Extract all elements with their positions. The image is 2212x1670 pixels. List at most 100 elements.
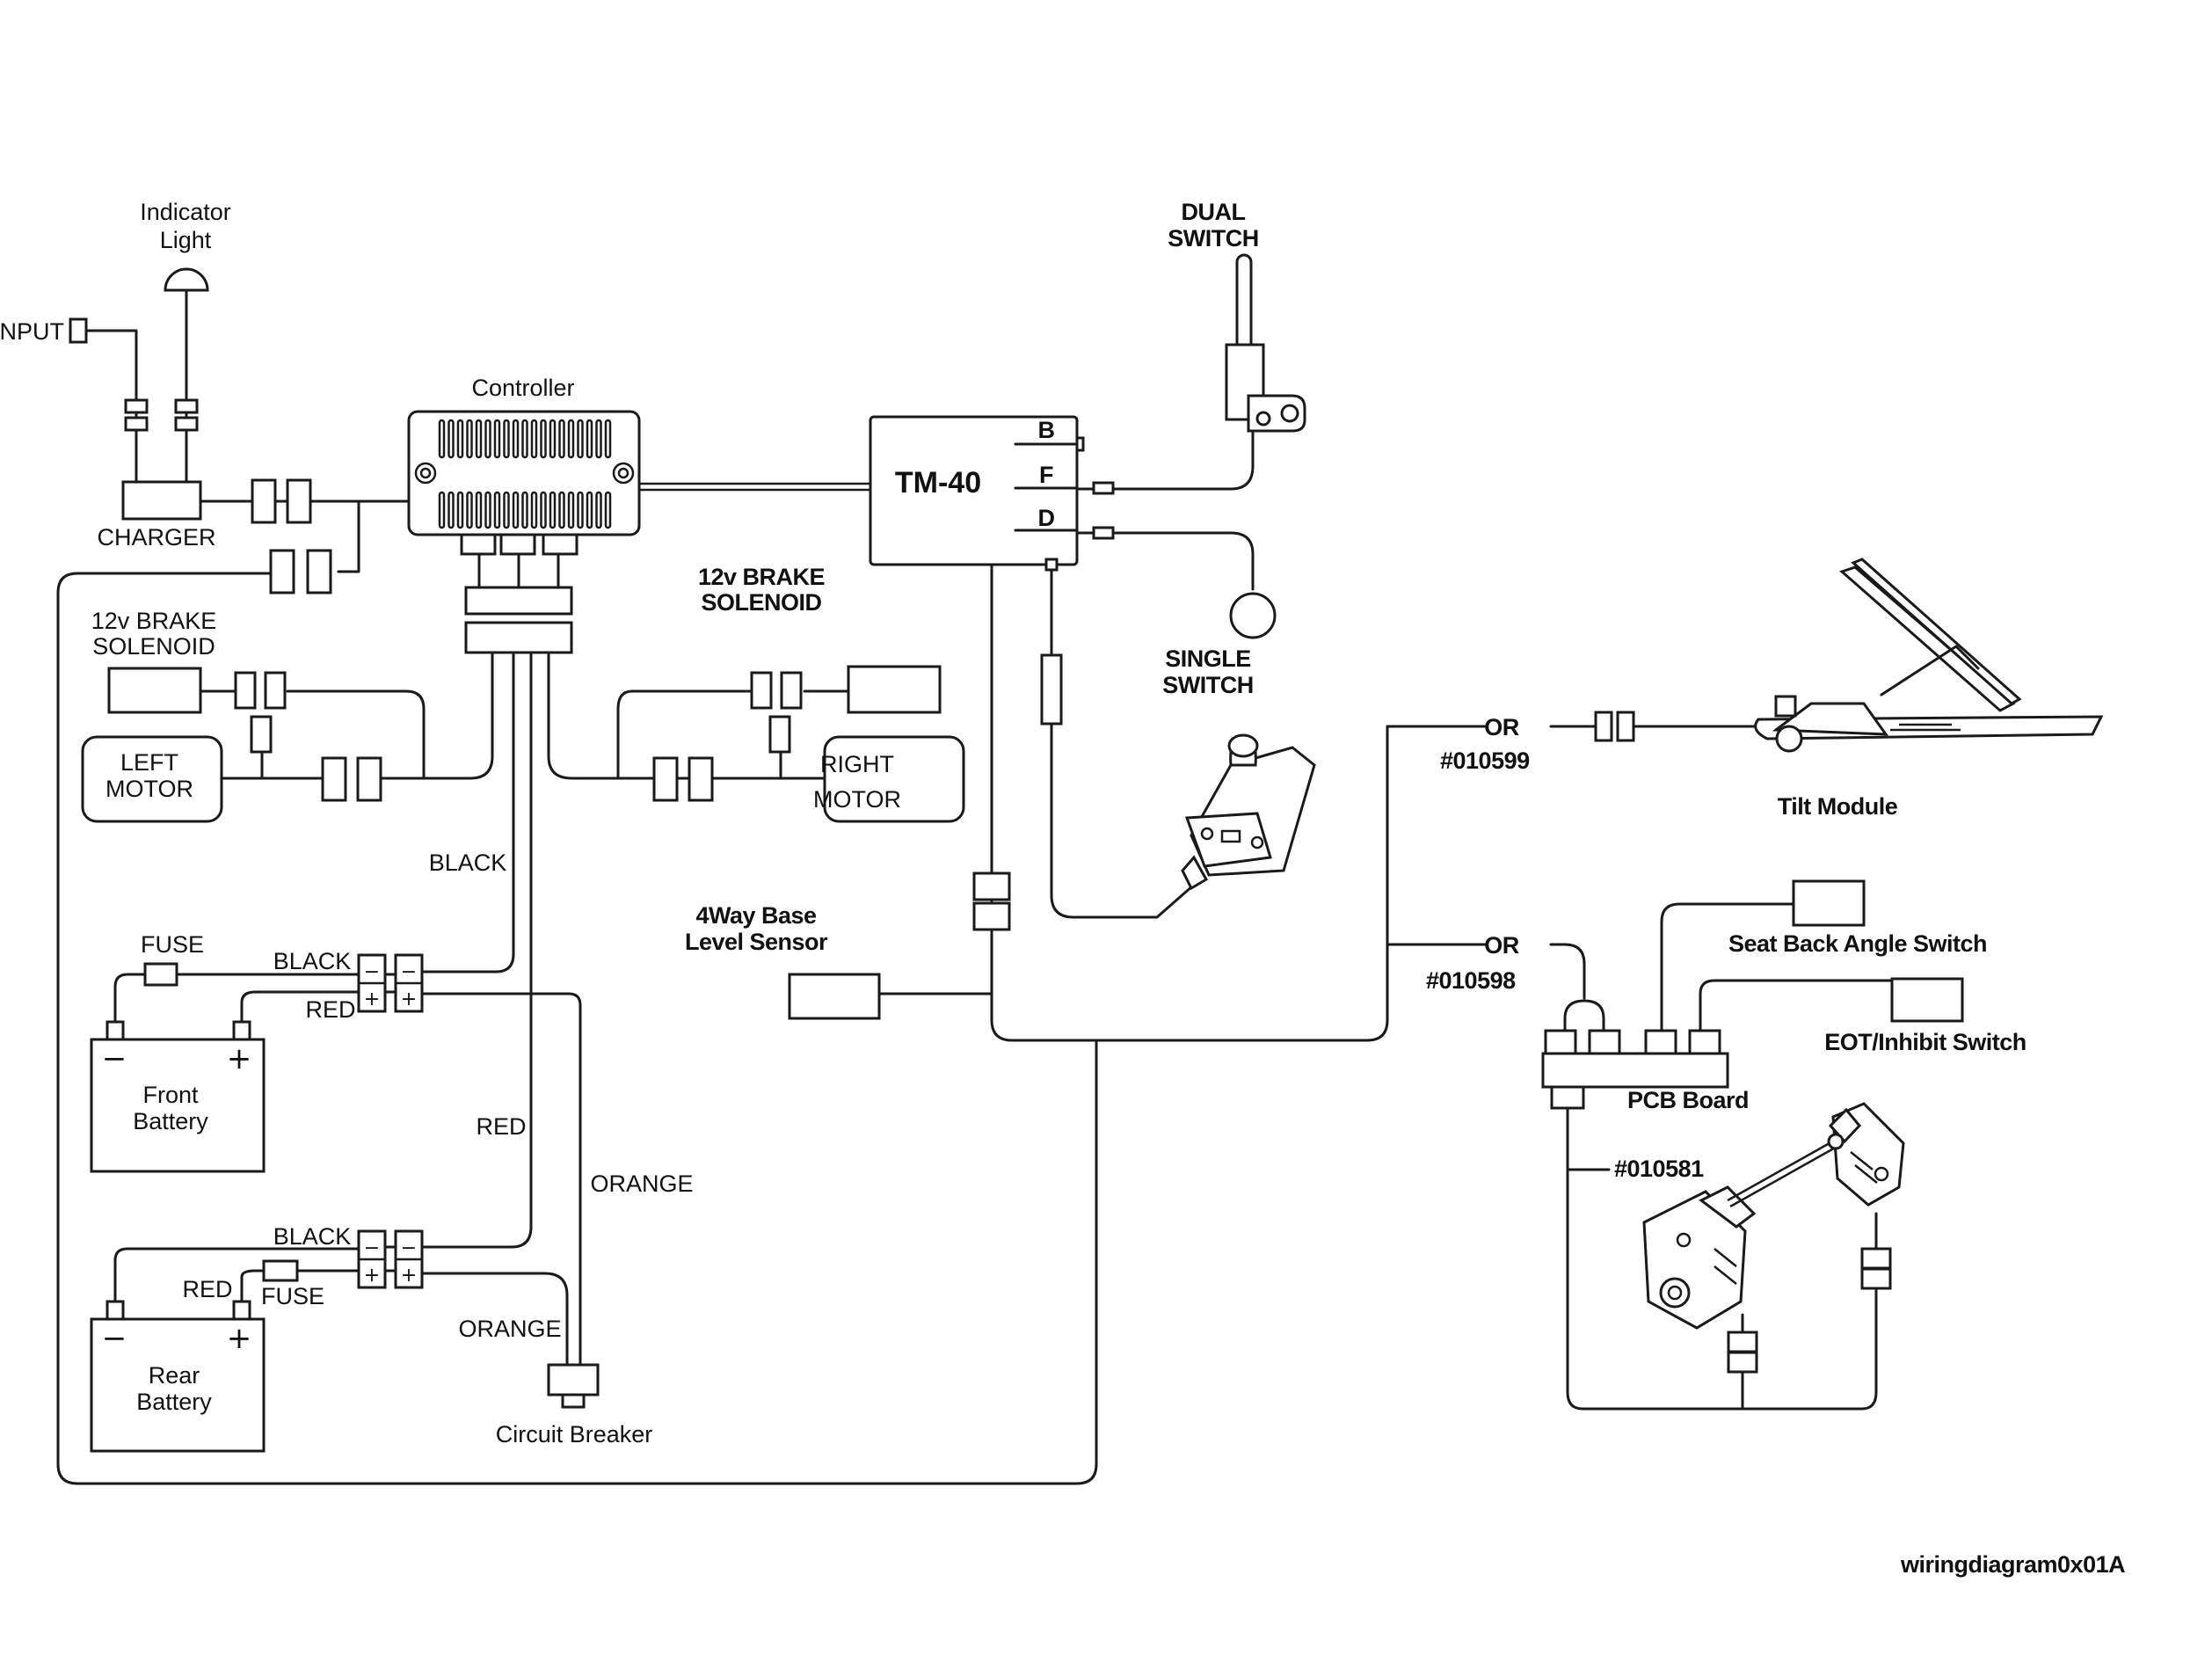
controller-fin (558, 419, 565, 459)
charger-connectors (251, 478, 332, 594)
controller-label: Controller (471, 375, 574, 401)
rear-battery-label: Rear (149, 1362, 200, 1389)
controller-fin (466, 419, 473, 459)
charger-box (121, 480, 202, 521)
left-motor-label-2: MOTOR (106, 776, 193, 802)
controller-fin (466, 491, 473, 529)
pcb-board (1541, 999, 1729, 1110)
circuit-breaker (547, 1363, 600, 1409)
front-minus-symbol: − (102, 1041, 127, 1076)
level-sensor (788, 973, 881, 1020)
dual-switch-label: DUAL (1182, 199, 1246, 225)
right-brake-connectors (750, 671, 803, 754)
controller-fin (475, 419, 483, 459)
front-battery-terminals (357, 953, 424, 1013)
actuator-link-rod (1727, 1133, 1845, 1208)
port-f-label: F (1039, 462, 1053, 488)
controller-fin (540, 491, 547, 529)
controller-fin (456, 419, 464, 459)
front-plus-symbol: + (227, 1041, 252, 1076)
pcb-board-label: PCB Board (1627, 1087, 1749, 1113)
charger-label: CHARGER (97, 524, 215, 551)
controller-fin (512, 419, 520, 459)
left-brake-label-2: SOLENOID (92, 633, 215, 660)
tm40-port-connectors (1040, 436, 1115, 726)
controller-fin (567, 491, 575, 529)
rear-fuse-label: FUSE (261, 1283, 324, 1309)
controller-fin (577, 419, 584, 459)
tilt-module (1754, 558, 2104, 753)
controller-fin (549, 491, 557, 529)
controller-fin (447, 491, 455, 529)
front-term-minus-2: − (401, 961, 417, 983)
or-label-tilt: OR (1484, 714, 1519, 740)
controller-fin (521, 491, 528, 529)
single-switch (1229, 592, 1277, 639)
tm40-harness-connector (972, 871, 1011, 931)
orange-wire-label: ORANGE (590, 1170, 693, 1197)
seat-back-switch-label: Seat Back Angle Switch (1728, 930, 1987, 957)
level-sensor-label-2: Level Sensor (685, 929, 828, 955)
red-wire-label: RED (476, 1113, 526, 1140)
rear-battery-terminals (357, 1229, 424, 1289)
single-switch-label: SINGLE (1165, 645, 1251, 672)
or-label-pcb: OR (1484, 932, 1519, 959)
right-motor-label-2: MOTOR (813, 786, 901, 813)
controller-fin (549, 419, 557, 459)
controller-fin (447, 419, 455, 459)
left-brake-solenoid (107, 667, 202, 714)
orange-breaker-label: ORANGE (458, 1316, 561, 1342)
controller-fin (586, 491, 593, 529)
dual-switch-label-2: SWITCH (1168, 225, 1258, 252)
rear-term-minus-2: − (401, 1237, 417, 1259)
left-brake-connectors (234, 671, 287, 754)
fuse-label: FUSE (141, 931, 204, 958)
red-front-label: RED (305, 996, 355, 1023)
actuator-connectors (1727, 1247, 1892, 1374)
controller-fin (530, 419, 538, 459)
tm40-module (869, 415, 1079, 566)
right-brake-label-2: SOLENOID (701, 589, 821, 616)
controller-fin (521, 419, 528, 459)
front-term-plus-1: + (364, 988, 380, 1010)
port-b-label: B (1038, 417, 1055, 443)
labels: Indicator Light INPUT CHARGER Controller… (0, 199, 2126, 1578)
front-term-minus-1: − (364, 961, 380, 983)
controller-fin (493, 491, 501, 529)
black-front-label: BLACK (273, 948, 352, 974)
indicator-light-label-2: Light (160, 227, 212, 253)
input-connector (69, 317, 88, 344)
tilt-module-label: Tilt Module (1778, 793, 1898, 820)
controller-fin (604, 419, 612, 459)
joystick (1181, 733, 1316, 891)
dual-switch (1225, 253, 1306, 433)
part-010581-label: #010581 (1614, 1156, 1704, 1182)
input-label: INPUT (0, 318, 64, 345)
controller-fin (493, 419, 501, 459)
part-010599-label: #010599 (1440, 747, 1530, 774)
controller-unit (407, 410, 641, 536)
black-wire-label: BLACK (429, 850, 507, 876)
controller-fin (503, 419, 510, 459)
controller-fin (512, 491, 520, 529)
controller-harness (460, 533, 578, 654)
controller-fin (438, 491, 446, 529)
controller-fin (595, 491, 602, 529)
actuator-left (1642, 1185, 1757, 1330)
level-sensor-label: 4Way Base (695, 902, 817, 929)
left-motor-label: LEFT (120, 749, 178, 776)
port-d-label: D (1038, 505, 1055, 531)
controller-fin (484, 419, 491, 459)
eot-switch-label: EOT/Inhibit Switch (1824, 1029, 2026, 1055)
tilt-connector (1594, 711, 1635, 742)
front-battery-label-2: Battery (133, 1108, 208, 1134)
controller-fin (484, 491, 491, 529)
left-motor-box (81, 735, 223, 823)
controller-fin (586, 419, 593, 459)
rear-battery-label-2: Battery (136, 1389, 212, 1415)
right-motor-label: RIGHT (820, 751, 894, 777)
red-rear-label: RED (182, 1276, 232, 1302)
wires (56, 290, 1894, 1485)
